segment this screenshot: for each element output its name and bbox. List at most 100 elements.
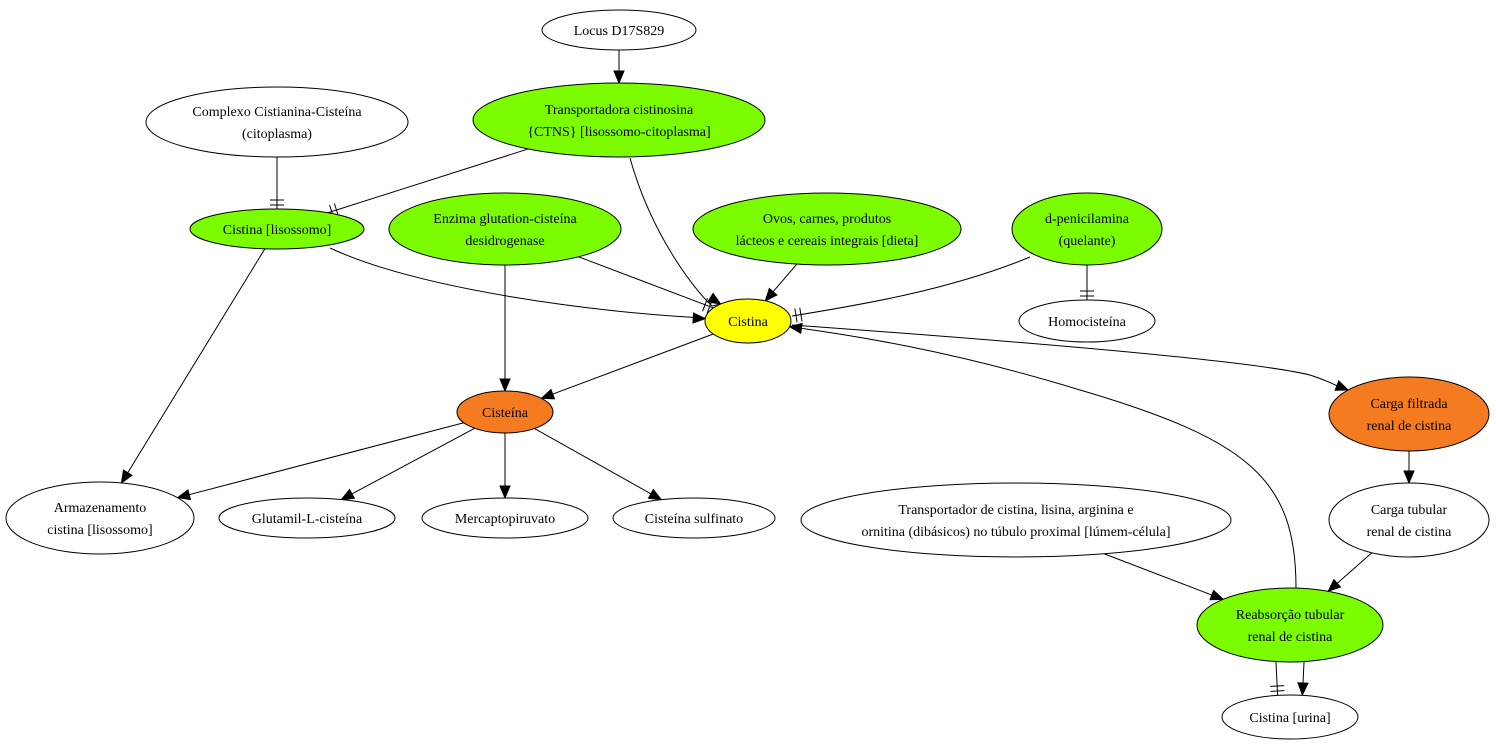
tee-bar xyxy=(799,307,803,322)
arrowhead xyxy=(540,388,556,400)
arrowhead xyxy=(1209,589,1225,601)
node-shape xyxy=(692,192,962,266)
edge-locus-to-ctns xyxy=(613,50,625,85)
tee-bar xyxy=(1270,685,1285,687)
node-label: Cisteína sulfinato xyxy=(645,512,743,527)
node-label: (citoplasma) xyxy=(242,127,312,142)
arrowhead xyxy=(499,378,511,393)
node-carga-tubular: Carga tubular renal de cistina xyxy=(1328,482,1490,558)
node-cisteina: Cisteína xyxy=(456,390,554,434)
node-armazenamento: Armazenamento cistina [lisossomo] xyxy=(5,481,195,555)
edge-cisteina-to-armazenamento xyxy=(176,422,464,501)
edge-line xyxy=(121,248,266,484)
node-label: lácteos e cereais integrais [dieta] xyxy=(736,234,919,249)
edge-cisteina-to-sulfinato xyxy=(534,428,663,501)
edge-cistina_lis-to-armazenamento xyxy=(120,248,266,485)
edge-dieta-to-cistina xyxy=(764,263,798,302)
tee-bar xyxy=(1270,690,1285,692)
arrowhead xyxy=(613,70,625,85)
node-label: (quelante) xyxy=(1059,234,1116,249)
edge-line xyxy=(1103,553,1224,600)
node-label: Complexo Cistianina-Cisteína xyxy=(192,105,362,120)
node-shape xyxy=(612,497,776,539)
edge-penicil-to-homocisteina-inhibit xyxy=(1080,265,1094,300)
node-shape xyxy=(145,86,409,158)
node-label: Cistina [lisossomo] xyxy=(223,223,332,238)
node-shape xyxy=(1328,482,1490,558)
node-label: renal de cistina xyxy=(1367,419,1453,434)
edge-line xyxy=(629,157,713,307)
node-shape xyxy=(5,481,195,555)
node-label: Cistina xyxy=(728,315,768,330)
node-label: Homocisteína xyxy=(1048,315,1127,330)
arrowhead xyxy=(647,488,663,501)
edges-layer xyxy=(120,50,1415,697)
node-cistina-urina: Cistina [urina] xyxy=(1221,694,1359,740)
node-carga-filtrada: Carga filtrada renal de cistina xyxy=(1328,376,1490,452)
edge-line xyxy=(341,427,475,501)
edge-line xyxy=(534,428,662,501)
node-shape xyxy=(1328,376,1490,452)
tee-bar xyxy=(702,298,708,312)
tee-bar xyxy=(706,299,713,314)
node-label: renal de cistina xyxy=(1248,630,1334,645)
edge-line xyxy=(177,422,464,499)
arrowhead xyxy=(706,292,722,305)
node-shape xyxy=(189,208,365,250)
edge-line xyxy=(791,324,1346,391)
node-shape xyxy=(541,9,697,51)
node-label: Enzima glutation-cisteína xyxy=(433,212,577,227)
node-shape xyxy=(1011,192,1163,266)
node-label: d-penicilamina xyxy=(1045,212,1130,227)
edge-carga_tubular-to-reabsorcao xyxy=(1327,552,1373,593)
node-label: ornitina (dibásicos) no túbulo proximal … xyxy=(861,525,1170,540)
edge-line xyxy=(1275,661,1279,696)
node-shape xyxy=(1018,299,1156,343)
node-shape xyxy=(472,82,766,158)
node-locus: Locus D17S829 xyxy=(541,9,697,51)
node-cistina: Cistina xyxy=(704,298,792,344)
edge-cisteina-to-glutamil xyxy=(340,427,475,501)
node-sulfinato: Cisteína sulfinato xyxy=(612,497,776,539)
arrowhead xyxy=(692,312,707,324)
node-label: cistina [lisossomo] xyxy=(47,523,152,538)
edge-transportador-to-reabsorcao xyxy=(1103,553,1225,601)
edge-reabsorcao-to-cistina xyxy=(788,322,1297,589)
edge-line xyxy=(541,333,714,399)
node-ctns: Transportadora cistinosina{CTNS} [lisoss… xyxy=(472,82,766,158)
edge-penicil-to-cistina-inhibit xyxy=(791,256,1031,323)
arrowhead xyxy=(764,287,778,302)
node-label: Locus D17S829 xyxy=(574,24,665,39)
node-label: Transportador de cistina, lisina, argini… xyxy=(898,503,1133,518)
node-label: {CTNS} [lisossomo-citoplasma] xyxy=(527,125,710,140)
node-penicil: d-penicilamina (quelante) xyxy=(1011,192,1163,266)
arrowhead xyxy=(176,488,192,501)
edge-line xyxy=(327,148,529,214)
node-shape xyxy=(1221,694,1359,740)
node-label: Reabsorção tubular xyxy=(1236,608,1345,623)
node-shape xyxy=(456,390,554,434)
node-shape xyxy=(388,192,622,266)
node-glutamil: Glutamil-L-cisteína xyxy=(218,497,396,539)
edge-reabsorcao-to-cistina_urina-inhibit xyxy=(1270,661,1285,696)
edge-cistina-to-cisteina xyxy=(540,333,714,400)
edge-reabsorcao-to-cistina_urina xyxy=(1297,661,1309,697)
node-label: Armazenamento xyxy=(54,501,147,516)
edge-line xyxy=(329,247,706,319)
node-label: Carga tubular xyxy=(1371,503,1448,518)
node-label: renal de cistina xyxy=(1367,525,1453,540)
node-label: Ovos, carnes, produtos xyxy=(763,212,891,227)
node-shape xyxy=(800,482,1232,558)
edge-cisteina-to-mercapto xyxy=(499,433,511,500)
arrowhead xyxy=(788,322,803,335)
edge-line xyxy=(791,256,1031,317)
node-cistina-lis: Cistina [lisossomo] xyxy=(189,208,365,250)
node-label: Carga filtrada xyxy=(1370,397,1448,412)
edge-carga_filtrada-to-carga_tubular xyxy=(1403,451,1415,485)
node-shape xyxy=(421,497,589,539)
edge-enzima-to-cisteina xyxy=(499,265,511,393)
node-shape xyxy=(1196,587,1384,663)
arrowhead xyxy=(1403,470,1415,485)
